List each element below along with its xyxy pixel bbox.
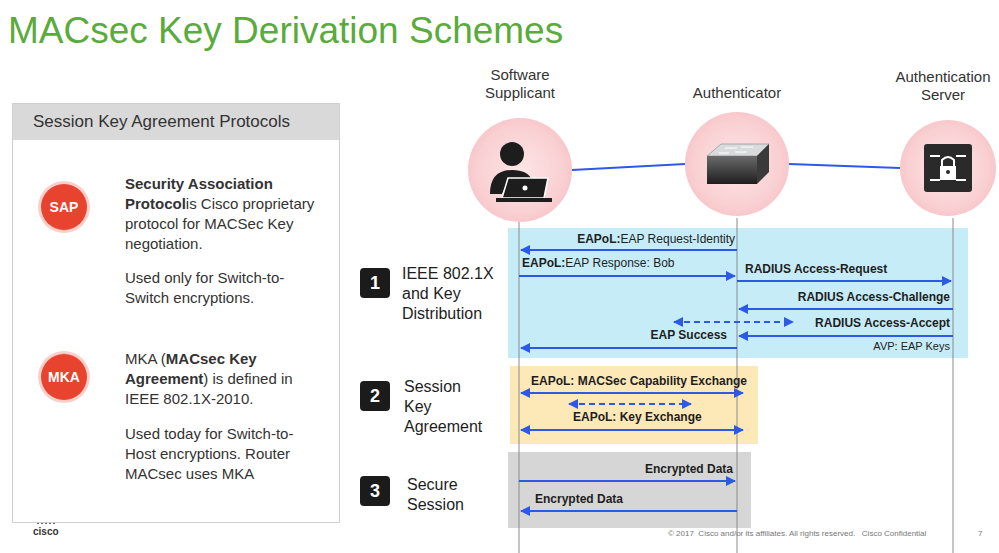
- protocol-badge: MKA: [41, 354, 87, 400]
- protocol-note: Used today for Switch-to-Host encryption…: [125, 424, 320, 484]
- node-text: SAP: [50, 199, 79, 215]
- message-label: Encrypted Data: [535, 492, 623, 506]
- phase-label: IEEE 802.1X and Key Distribution: [402, 264, 498, 324]
- node-text: MKA: [48, 369, 80, 385]
- message-label: EAPoL:EAP Response: Bob: [522, 256, 675, 270]
- label-text: EAPoL: MACSec Capability Exchange: [531, 374, 747, 388]
- message-label: RADIUS Access-Accept: [815, 316, 950, 330]
- node-text: 3: [370, 481, 380, 502]
- label-text: Secure Session: [407, 476, 464, 513]
- step-number: 1: [360, 268, 390, 298]
- message-label: EAPoL: Key Exchange: [573, 410, 702, 424]
- phase-band: [508, 452, 751, 528]
- copyright-note: © 2017 Cisco and/or its affiliates. All …: [668, 529, 926, 539]
- label-text: Session Key Agreement: [404, 378, 482, 435]
- label-text: EAPoL:: [522, 256, 565, 270]
- actor-name: Authenticator: [667, 84, 807, 102]
- protocol-description: Security Association Protocolis Cisco pr…: [125, 174, 325, 254]
- label-text: 7: [978, 529, 982, 538]
- actor-name: Software Supplicant: [460, 66, 580, 102]
- label-text: cisco: [33, 526, 59, 537]
- cisco-logo: cisco: [33, 526, 59, 538]
- label-text: EAP Response: Bob: [565, 256, 674, 270]
- page-number: 7: [978, 529, 982, 539]
- server-lock-icon: [900, 120, 996, 216]
- lifelines: [519, 218, 953, 553]
- network-link: [789, 164, 900, 168]
- message-label: RADIUS Access-Challenge: [798, 290, 950, 304]
- message-arrows: [519, 250, 953, 511]
- step-number: 3: [360, 476, 390, 506]
- label-text: EAPoL:: [577, 232, 620, 246]
- message-label: EAPoL:EAP Request-Identity: [577, 232, 735, 246]
- protocol-description: MKA (MACsec Key Agreement) is defined in…: [125, 349, 325, 409]
- message-note: AVP: EAP Keys: [873, 340, 950, 353]
- panel-text: Used today for Switch-to-Host encryption…: [125, 425, 293, 482]
- protocol-badge: SAP: [41, 184, 87, 230]
- label-text: Encrypted Data: [535, 492, 623, 506]
- phase-label: Session Key Agreement: [404, 377, 488, 437]
- panel-text: MKA (: [125, 350, 166, 367]
- label-text: AVP: EAP Keys: [873, 340, 950, 352]
- label-text: Encrypted Data: [645, 462, 733, 476]
- slide-title: MACsec Key Derivation Schemes: [8, 10, 563, 52]
- message-label: EAPoL: MACSec Capability Exchange: [531, 374, 747, 388]
- label-text: EAP Request-Identity: [620, 232, 735, 246]
- label-text: RADIUS Access-Accept: [815, 316, 950, 330]
- actor-circle: Authenticator: [685, 112, 789, 216]
- label-text: RADIUS Access-Request: [745, 262, 887, 276]
- user-laptop-icon: [468, 118, 572, 222]
- message-label: RADIUS Access-Request: [745, 262, 887, 276]
- panel-text: Used only for Switch-to-Switch encryptio…: [125, 269, 284, 306]
- actor-name: Authentication Server: [892, 68, 994, 104]
- actor-circle: Software Supplicant: [468, 118, 572, 222]
- label-text: RADIUS Access-Challenge: [798, 290, 950, 304]
- label-text: © 2017 Cisco and/or its affiliates. All …: [668, 529, 926, 538]
- phase-band: [510, 366, 758, 444]
- node-text: 1: [370, 273, 380, 294]
- step-number: 2: [360, 381, 390, 411]
- label-text: EAP Success: [651, 328, 728, 342]
- protocol-panel: Session Key Agreement ProtocolsSecurity …: [12, 103, 340, 523]
- phase-label: Secure Session: [407, 475, 497, 515]
- message-label: EAP Success: [651, 328, 728, 342]
- label-text: EAPoL: Key Exchange: [573, 410, 702, 424]
- switch-icon: [685, 112, 789, 216]
- node-text: 2: [370, 386, 380, 407]
- panel-heading: Session Key Agreement Protocols: [13, 104, 339, 140]
- protocol-note: Used only for Switch-to-Switch encryptio…: [125, 268, 320, 308]
- message-label: Encrypted Data: [645, 462, 733, 476]
- phase-band: [508, 228, 968, 358]
- actor-circle: Authentication Server: [900, 120, 996, 216]
- network-link: [572, 164, 685, 170]
- label-text: IEEE 802.1X and Key Distribution: [402, 265, 494, 322]
- panel-text: Session Key Agreement Protocols: [33, 112, 290, 131]
